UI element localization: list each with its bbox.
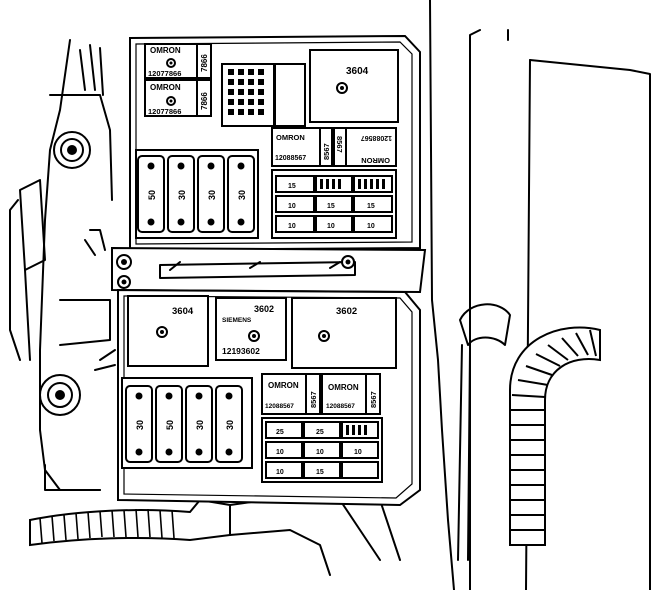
lower-minifuse-panel: 25 25 10 10 10 10 15	[261, 417, 383, 483]
upper-maxi-fuse-3: 30	[197, 155, 225, 233]
svg-text:OMRON: OMRON	[276, 133, 305, 142]
svg-text:10: 10	[327, 223, 335, 230]
svg-text:25: 25	[276, 429, 284, 436]
left-bracket	[9, 39, 116, 491]
svg-text:30: 30	[195, 420, 205, 430]
svg-text:10: 10	[276, 449, 284, 456]
svg-text:OMRON: OMRON	[268, 381, 299, 390]
svg-text:10: 10	[367, 223, 375, 230]
lower-maxi-fuse-1: 30	[125, 385, 153, 463]
lower-maxi-fuse-4: 30	[215, 385, 243, 463]
svg-text:8567: 8567	[335, 136, 344, 153]
upper-maxi-fuse-1: 50	[137, 155, 165, 233]
omron-relay-a: OMRON 12077866 7866	[144, 43, 212, 79]
svg-text:30: 30	[177, 190, 187, 200]
svg-text:12088567: 12088567	[326, 403, 355, 410]
svg-text:10: 10	[276, 469, 284, 476]
svg-text:8567: 8567	[309, 391, 318, 408]
upper-maxi-fuse-2: 30	[167, 155, 195, 233]
svg-text:7866: 7866	[200, 92, 209, 110]
svg-text:30: 30	[237, 190, 247, 200]
hose-clamp	[457, 303, 511, 561]
svg-text:3602: 3602	[254, 304, 274, 314]
svg-text:30: 30	[225, 420, 235, 430]
svg-text:30: 30	[207, 190, 217, 200]
relay-3602-lower-right: 3602	[291, 297, 397, 369]
svg-text:3604: 3604	[346, 66, 369, 77]
svg-text:OMRON: OMRON	[150, 46, 181, 55]
svg-text:10: 10	[354, 449, 362, 456]
svg-text:15: 15	[316, 469, 324, 476]
svg-text:OMRON: OMRON	[150, 83, 181, 92]
svg-text:12088567: 12088567	[361, 134, 392, 141]
svg-text:12077866: 12077866	[148, 69, 181, 78]
upper-maxi-fuse-4: 30	[227, 155, 255, 233]
svg-text:3604: 3604	[172, 306, 194, 317]
svg-text:15: 15	[367, 203, 375, 210]
omron-relay-d: 8567 12088567 OMRON	[333, 127, 397, 167]
omron-relay-f: OMRON 12088567 8567	[321, 373, 381, 415]
wire-harness-bottom	[29, 494, 401, 576]
svg-text:12077866: 12077866	[148, 107, 181, 116]
omron-relay-c: OMRON 12088567 8567	[271, 127, 333, 167]
svg-text:10: 10	[288, 223, 296, 230]
svg-text:8567: 8567	[322, 143, 331, 160]
svg-text:12088567: 12088567	[275, 155, 306, 162]
svg-text:50: 50	[147, 190, 157, 200]
omron-relay-b: OMRON 12077866 7866	[144, 79, 212, 117]
svg-text:50: 50	[165, 420, 175, 430]
svg-text:15: 15	[288, 183, 296, 190]
relay-3604-top: 3604	[309, 49, 399, 123]
svg-text:12088567: 12088567	[265, 403, 294, 410]
upper-minifuse-panel: 15 10 15 15 10 10 10	[271, 169, 397, 239]
svg-text:12193602: 12193602	[222, 346, 260, 356]
lower-maxi-fuse-2: 50	[155, 385, 183, 463]
relay-3602-siemens: 3602 SIEMENS 12193602	[215, 297, 287, 361]
relay-3604-lower: 3604	[127, 295, 209, 367]
svg-text:25: 25	[316, 429, 324, 436]
lower-maxi-fuses: 30 50 30 30	[121, 377, 253, 469]
svg-text:8567: 8567	[369, 391, 378, 408]
svg-text:10: 10	[316, 449, 324, 456]
lower-maxi-fuse-3: 30	[185, 385, 213, 463]
mounting-rail	[111, 246, 427, 294]
svg-text:OMRON: OMRON	[328, 383, 359, 392]
svg-text:7866: 7866	[200, 54, 209, 72]
connector-grid	[221, 63, 306, 127]
svg-text:15: 15	[327, 203, 335, 210]
omron-relay-e: OMRON 12088567 8567	[261, 373, 321, 415]
svg-text:30: 30	[135, 420, 145, 430]
svg-text:3602: 3602	[336, 306, 357, 317]
upper-maxi-fuses: 50 30 30 30	[135, 149, 259, 239]
corrugated-hose-right	[509, 326, 601, 546]
svg-text:10: 10	[288, 203, 296, 210]
svg-text:OMRON: OMRON	[361, 156, 390, 165]
svg-text:SIEMENS: SIEMENS	[222, 317, 252, 324]
